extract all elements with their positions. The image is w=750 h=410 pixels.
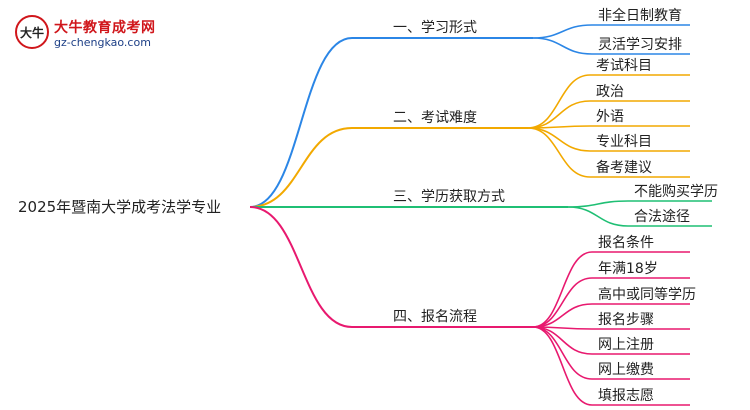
branch-4-leaf-2-label: 年满18岁	[598, 261, 658, 277]
branch-4-leaf-2-connector	[532, 277, 593, 328]
branch-4-leaf-1-label: 报名条件	[598, 234, 654, 251]
branch-4-leaf-7-connector	[532, 326, 593, 406]
branch-2-leaf-2-connector	[527, 100, 591, 129]
branch-2-leaf-5-connector	[527, 127, 591, 178]
branch-4-leaf-7-label: 填报志愿	[598, 388, 654, 404]
branch-1-leaf-2-label: 灵活学习安排	[598, 37, 682, 53]
branch-4-label: 四、报名流程	[393, 309, 477, 325]
branch-2-label: 二、考试难度	[393, 110, 477, 126]
logo-title: 大牛教育成考网	[54, 20, 156, 36]
branch-1-label: 一、学习形式	[393, 20, 477, 36]
branch-2-connector	[249, 127, 353, 208]
branch-2-leaf-5-label: 备考建议	[596, 159, 652, 176]
mindmap-edges	[249, 24, 712, 406]
branch-2-leaf-4-connector	[527, 127, 591, 152]
branch-2-leaf-3-label: 外语	[596, 109, 624, 125]
branch-2-leaf-2-label: 政治	[596, 84, 624, 100]
branch-3-label: 三、学历获取方式	[393, 189, 505, 205]
branch-4-leaf-1-connector	[532, 251, 593, 328]
logo-url: gz-chengkao.com	[54, 36, 151, 49]
branch-2-leaf-1-label: 考试科目	[596, 58, 652, 74]
logo-mark-icon: 大牛	[15, 15, 49, 49]
site-logo: 大牛 大牛教育成考网 gz-chengkao.com	[14, 14, 194, 54]
branch-1-leaf-1-connector	[532, 24, 593, 39]
branch-3-leaf-1-label: 不能购买学历	[634, 184, 718, 200]
branch-1-leaf-2-connector	[532, 37, 593, 55]
branch-3-leaf-1-connector	[567, 200, 629, 208]
branch-4-connector	[249, 206, 353, 328]
branch-4-leaf-4-label: 报名步骤	[598, 312, 654, 328]
branch-3-leaf-2-connector	[567, 206, 629, 227]
branch-1-leaf-1-label: 非全日制教育	[598, 7, 682, 24]
branch-4-leaf-5-label: 网上注册	[598, 337, 654, 353]
branch-4-leaf-3-label: 高中或同等学历	[598, 286, 696, 303]
branch-3-leaf-2-label: 合法途径	[634, 208, 690, 225]
branch-4-leaf-5-connector	[532, 326, 593, 355]
branch-4-leaf-6-label: 网上缴费	[598, 362, 654, 378]
branch-2-leaf-1-connector	[527, 74, 591, 129]
branch-2-leaf-4-label: 专业科目	[596, 134, 652, 150]
svg-text:大牛: 大牛	[20, 25, 44, 40]
branch-1-connector	[249, 37, 353, 208]
root-node: 2025年暨南大学成考法学专业	[18, 198, 221, 216]
